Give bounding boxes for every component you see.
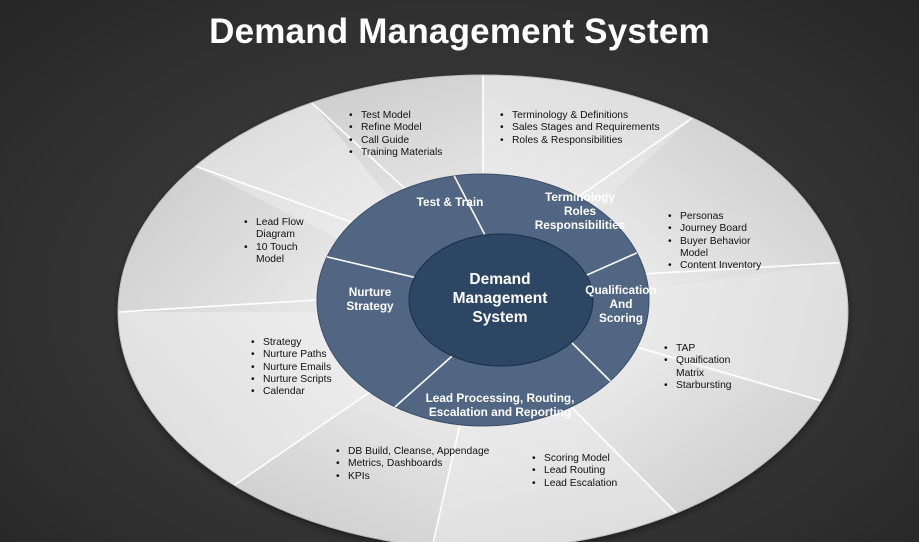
list-item: Metrics, Dashboards [334, 458, 504, 471]
list-item: Buyer Behavior Model [666, 236, 766, 261]
list-item: Personas [666, 211, 766, 224]
inner-divider [394, 355, 453, 408]
outer-divider [233, 391, 371, 486]
list-item: DB Build, Cleanse, Appendage [334, 446, 504, 459]
list-item: Roles & Responsibilities [498, 135, 673, 148]
list-item: TAP [662, 343, 747, 356]
list-scoring: Scoring Model Lead Routing Lead Escalati… [530, 453, 640, 490]
list-item: Content Inventory [666, 260, 766, 273]
segment-lead-processing-label: Lead Processing, Routing, Escalation and… [425, 391, 575, 419]
center-label: Demand Management System [452, 271, 548, 326]
list-item: Training Materials [347, 147, 477, 160]
list-strategy: Strategy Nurture Paths Nurture Emails Nu… [249, 337, 349, 399]
inner-divider [326, 256, 415, 279]
list-db-build: DB Build, Cleanse, Appendage Metrics, Da… [334, 446, 504, 483]
list-item: Nurture Emails [249, 362, 349, 375]
list-item: Test Model [347, 110, 477, 123]
center-ellipse [408, 233, 594, 367]
outer-divider [117, 299, 318, 313]
inner-divider [453, 175, 486, 236]
list-item: Refine Model [347, 122, 477, 135]
segment-qualification-label: Qualification And Scoring [585, 283, 657, 325]
list-item: Nurture Scripts [249, 374, 349, 387]
list-item: Terminology & Definitions [498, 110, 673, 123]
list-item: Sales Stages and Requirements [498, 122, 673, 135]
segment-test-train-label: Test & Train [416, 195, 484, 209]
list-terminology: Terminology & Definitions Sales Stages a… [498, 110, 673, 147]
list-item: Nurture Paths [249, 349, 349, 362]
outer-border [117, 74, 849, 542]
list-item: Strategy [249, 337, 349, 350]
list-item: Lead Escalation [530, 478, 640, 491]
list-test-model: Test Model Refine Model Call Guide Train… [347, 110, 477, 159]
list-item: KPIs [334, 471, 504, 484]
outer-segment [483, 262, 848, 401]
list-item: Call Guide [347, 135, 477, 148]
inner-divider [570, 341, 611, 382]
list-tap: TAP Quaification Matrix Starbursting [662, 343, 747, 392]
list-item: Lead Flow Diagram [242, 217, 314, 242]
list-item: Quaification Matrix [662, 355, 747, 380]
segment-terminology-label: Terminology Roles Responsibilities [534, 190, 626, 232]
list-item: Lead Routing [530, 465, 640, 478]
outer-divider [195, 165, 353, 224]
segment-nurture-label: Nurture Strategy [346, 285, 394, 313]
list-personas: Personas Journey Board Buyer Behavior Mo… [666, 211, 766, 273]
list-item: 10 Touch Model [242, 242, 314, 267]
outer-divider [577, 117, 693, 198]
list-lead-flow: Lead Flow Diagram 10 Touch Model [242, 217, 314, 266]
inner-divider [585, 252, 638, 277]
list-item: Scoring Model [530, 453, 640, 466]
list-item: Journey Board [666, 223, 766, 236]
list-item: Calendar [249, 386, 349, 399]
page-title: Demand Management System [209, 12, 710, 51]
list-item: Starbursting [662, 380, 747, 393]
